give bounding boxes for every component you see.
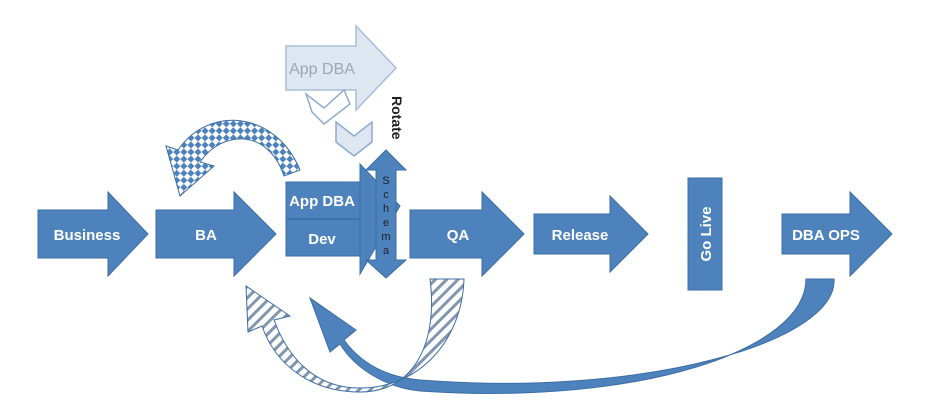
stage-go-live-label: Go Live: [698, 206, 715, 261]
schema-letter-c: c: [383, 189, 389, 201]
schema-letter-s: S: [382, 175, 389, 187]
rotate-label: Rotate: [389, 96, 405, 140]
stage-release-label: Release: [552, 227, 609, 244]
stage-ba-label: BA: [195, 227, 217, 244]
chevron-down-icon: [304, 88, 351, 125]
chevron-down-icon-2: [335, 120, 373, 157]
schema-double-arrow: S c h e m a: [364, 149, 408, 279]
schema-letter-e: e: [383, 217, 389, 229]
schema-letter-m: m: [381, 231, 390, 243]
stage-ba-arrow: BA: [155, 190, 277, 278]
stage-business-label: Business: [54, 227, 121, 244]
stage-go-live-bar: Go Live: [687, 177, 723, 291]
stage-dba-ops-label: DBA OPS: [792, 227, 860, 244]
stage-dev-arrow: App DBA Dev: [285, 162, 401, 276]
stage-qa-label: QA: [447, 227, 470, 244]
schema-letter-a: a: [383, 245, 390, 257]
stage-dev-label: Dev: [308, 231, 336, 248]
schema-letter-h: h: [383, 203, 389, 215]
stage-app-dba-label: App DBA: [289, 193, 355, 210]
return-curve-dba-ops-to-dev: [308, 278, 835, 394]
app-dba-ghost-label: App DBA: [289, 61, 355, 78]
stage-qa-arrow: QA: [409, 190, 525, 278]
stage-business-arrow: Business: [37, 190, 149, 278]
checkered-arc-dev-to-ba: [165, 119, 301, 197]
stage-dba-ops-arrow: DBA OPS: [781, 190, 893, 278]
stage-release-arrow: Release: [533, 194, 649, 274]
app-dba-ghost-arrow: App DBA: [285, 24, 398, 112]
striped-curve-qa-to-ba: [245, 278, 465, 393]
